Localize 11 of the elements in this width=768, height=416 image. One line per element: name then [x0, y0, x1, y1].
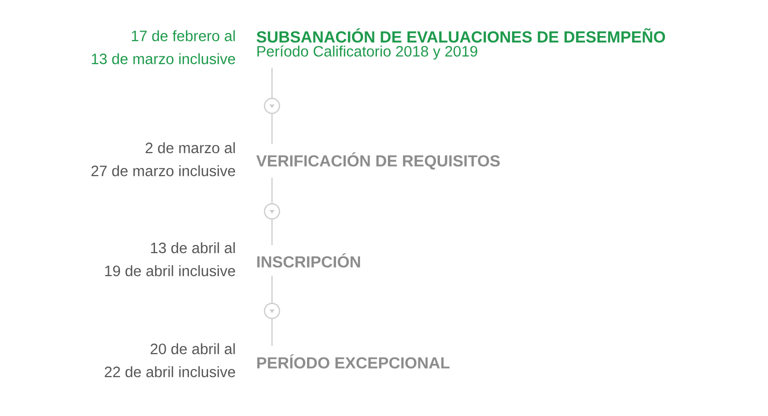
stage-title: VERIFICACIÓN DE REQUISITOS — [256, 152, 500, 170]
connector — [264, 276, 280, 346]
stage-title: SUBSANACIÓN DE EVALUACIONES DE DESEMPEÑO Período Calificatorio 2018 y 2019 — [256, 28, 666, 60]
stage-title: INSCRIPCIÓN — [257, 253, 360, 268]
connector — [264, 68, 280, 144]
stage-title: PERÍODO EXCEPCIONAL — [257, 354, 450, 369]
connector — [264, 178, 280, 245]
date-label: 20 de abril al 22 de abril inclusive — [104, 343, 236, 378]
date-label: 17 de febrero al 13 de marzo inclusive — [92, 30, 236, 64]
date-label: 2 de marzo al 27 de marzo inclusive — [91, 142, 236, 176]
date-label: 13 de abril al 19 de abril inclusive — [105, 242, 236, 276]
